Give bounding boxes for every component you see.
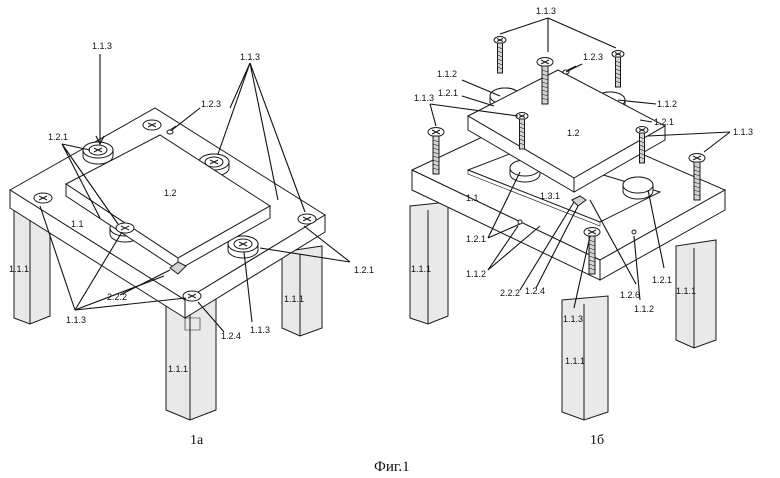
leg-1b-left xyxy=(410,202,448,324)
label-1b-1.1.3-low: 1.1.3 xyxy=(563,314,583,324)
label-1b-1.3.1: 1.3.1 xyxy=(540,191,560,201)
label-1b-1.1.1-left: 1.1.1 xyxy=(411,264,431,274)
label-1b-1.2.1-top: 1.2.1 xyxy=(438,88,458,98)
label-1a-1.2: 1.2 xyxy=(164,188,177,198)
label-1b-1.1.2-top: 1.1.2 xyxy=(437,69,457,79)
label-1a-1.2.1-left: 1.2.1 xyxy=(48,132,68,142)
label-1b-1.2.1-low: 1.2.1 xyxy=(652,275,672,285)
label-1b-1.2.1-right: 1.2.1 xyxy=(654,117,674,127)
label-1b-2.2.2: 2.2.2 xyxy=(500,288,520,298)
label-1a-1.2.4: 1.2.4 xyxy=(221,331,241,341)
label-1a-1.1.1-right: 1.1.1 xyxy=(284,294,304,304)
label-1b-1.1.1-right: 1.1.1 xyxy=(676,286,696,296)
label-1a-1.1.3-topright: 1.1.3 xyxy=(240,52,260,62)
caption-1a: 1а xyxy=(190,433,204,448)
label-1b-1.2.3: 1.2.3 xyxy=(583,52,603,62)
label-1a-1.1.1-bottom: 1.1.1 xyxy=(168,364,188,374)
label-1b-1.1: 1.1 xyxy=(466,193,479,203)
label-1a-1.1.3-mid: 1.1.3 xyxy=(250,325,270,335)
label-1b-1.1.2-mid: 1.1.2 xyxy=(466,269,486,279)
label-1a-1.2.3: 1.2.3 xyxy=(201,99,221,109)
label-1b-1.1.3-left: 1.1.3 xyxy=(414,93,434,103)
label-1b-1.1.3-right: 1.1.3 xyxy=(733,127,753,137)
label-1a-1.2.1-right: 1.2.1 xyxy=(354,265,374,275)
label-1a-1.1.3-top: 1.1.3 xyxy=(92,41,112,51)
caption-1b: 1б xyxy=(590,433,604,448)
label-1a-1.1.3-bottom: 1.1.3 xyxy=(66,315,86,325)
label-1b-1.1.1-bottom: 1.1.1 xyxy=(565,356,585,366)
label-1b-1.2: 1.2 xyxy=(567,128,580,138)
label-1b-1.1.2-low: 1.1.2 xyxy=(634,304,654,314)
label-1a-2.2.2: 2.2.2 xyxy=(107,292,127,302)
label-1b-1.2.4: 1.2.4 xyxy=(525,286,545,296)
label-1b-1.1.3-top: 1.1.3 xyxy=(536,6,556,16)
label-1b-1.2.6: 1.2.6 xyxy=(620,290,640,300)
label-1a-1.1.1-left: 1.1.1 xyxy=(9,264,29,274)
label-1b-1.1.2-right: 1.1.2 xyxy=(657,99,677,109)
leg-front-right xyxy=(282,246,322,336)
figure-caption: Фиг.1 xyxy=(374,459,410,475)
label-1b-1.2.1-mid: 1.2.1 xyxy=(466,234,486,244)
label-1a-1.1: 1.1 xyxy=(71,219,84,229)
